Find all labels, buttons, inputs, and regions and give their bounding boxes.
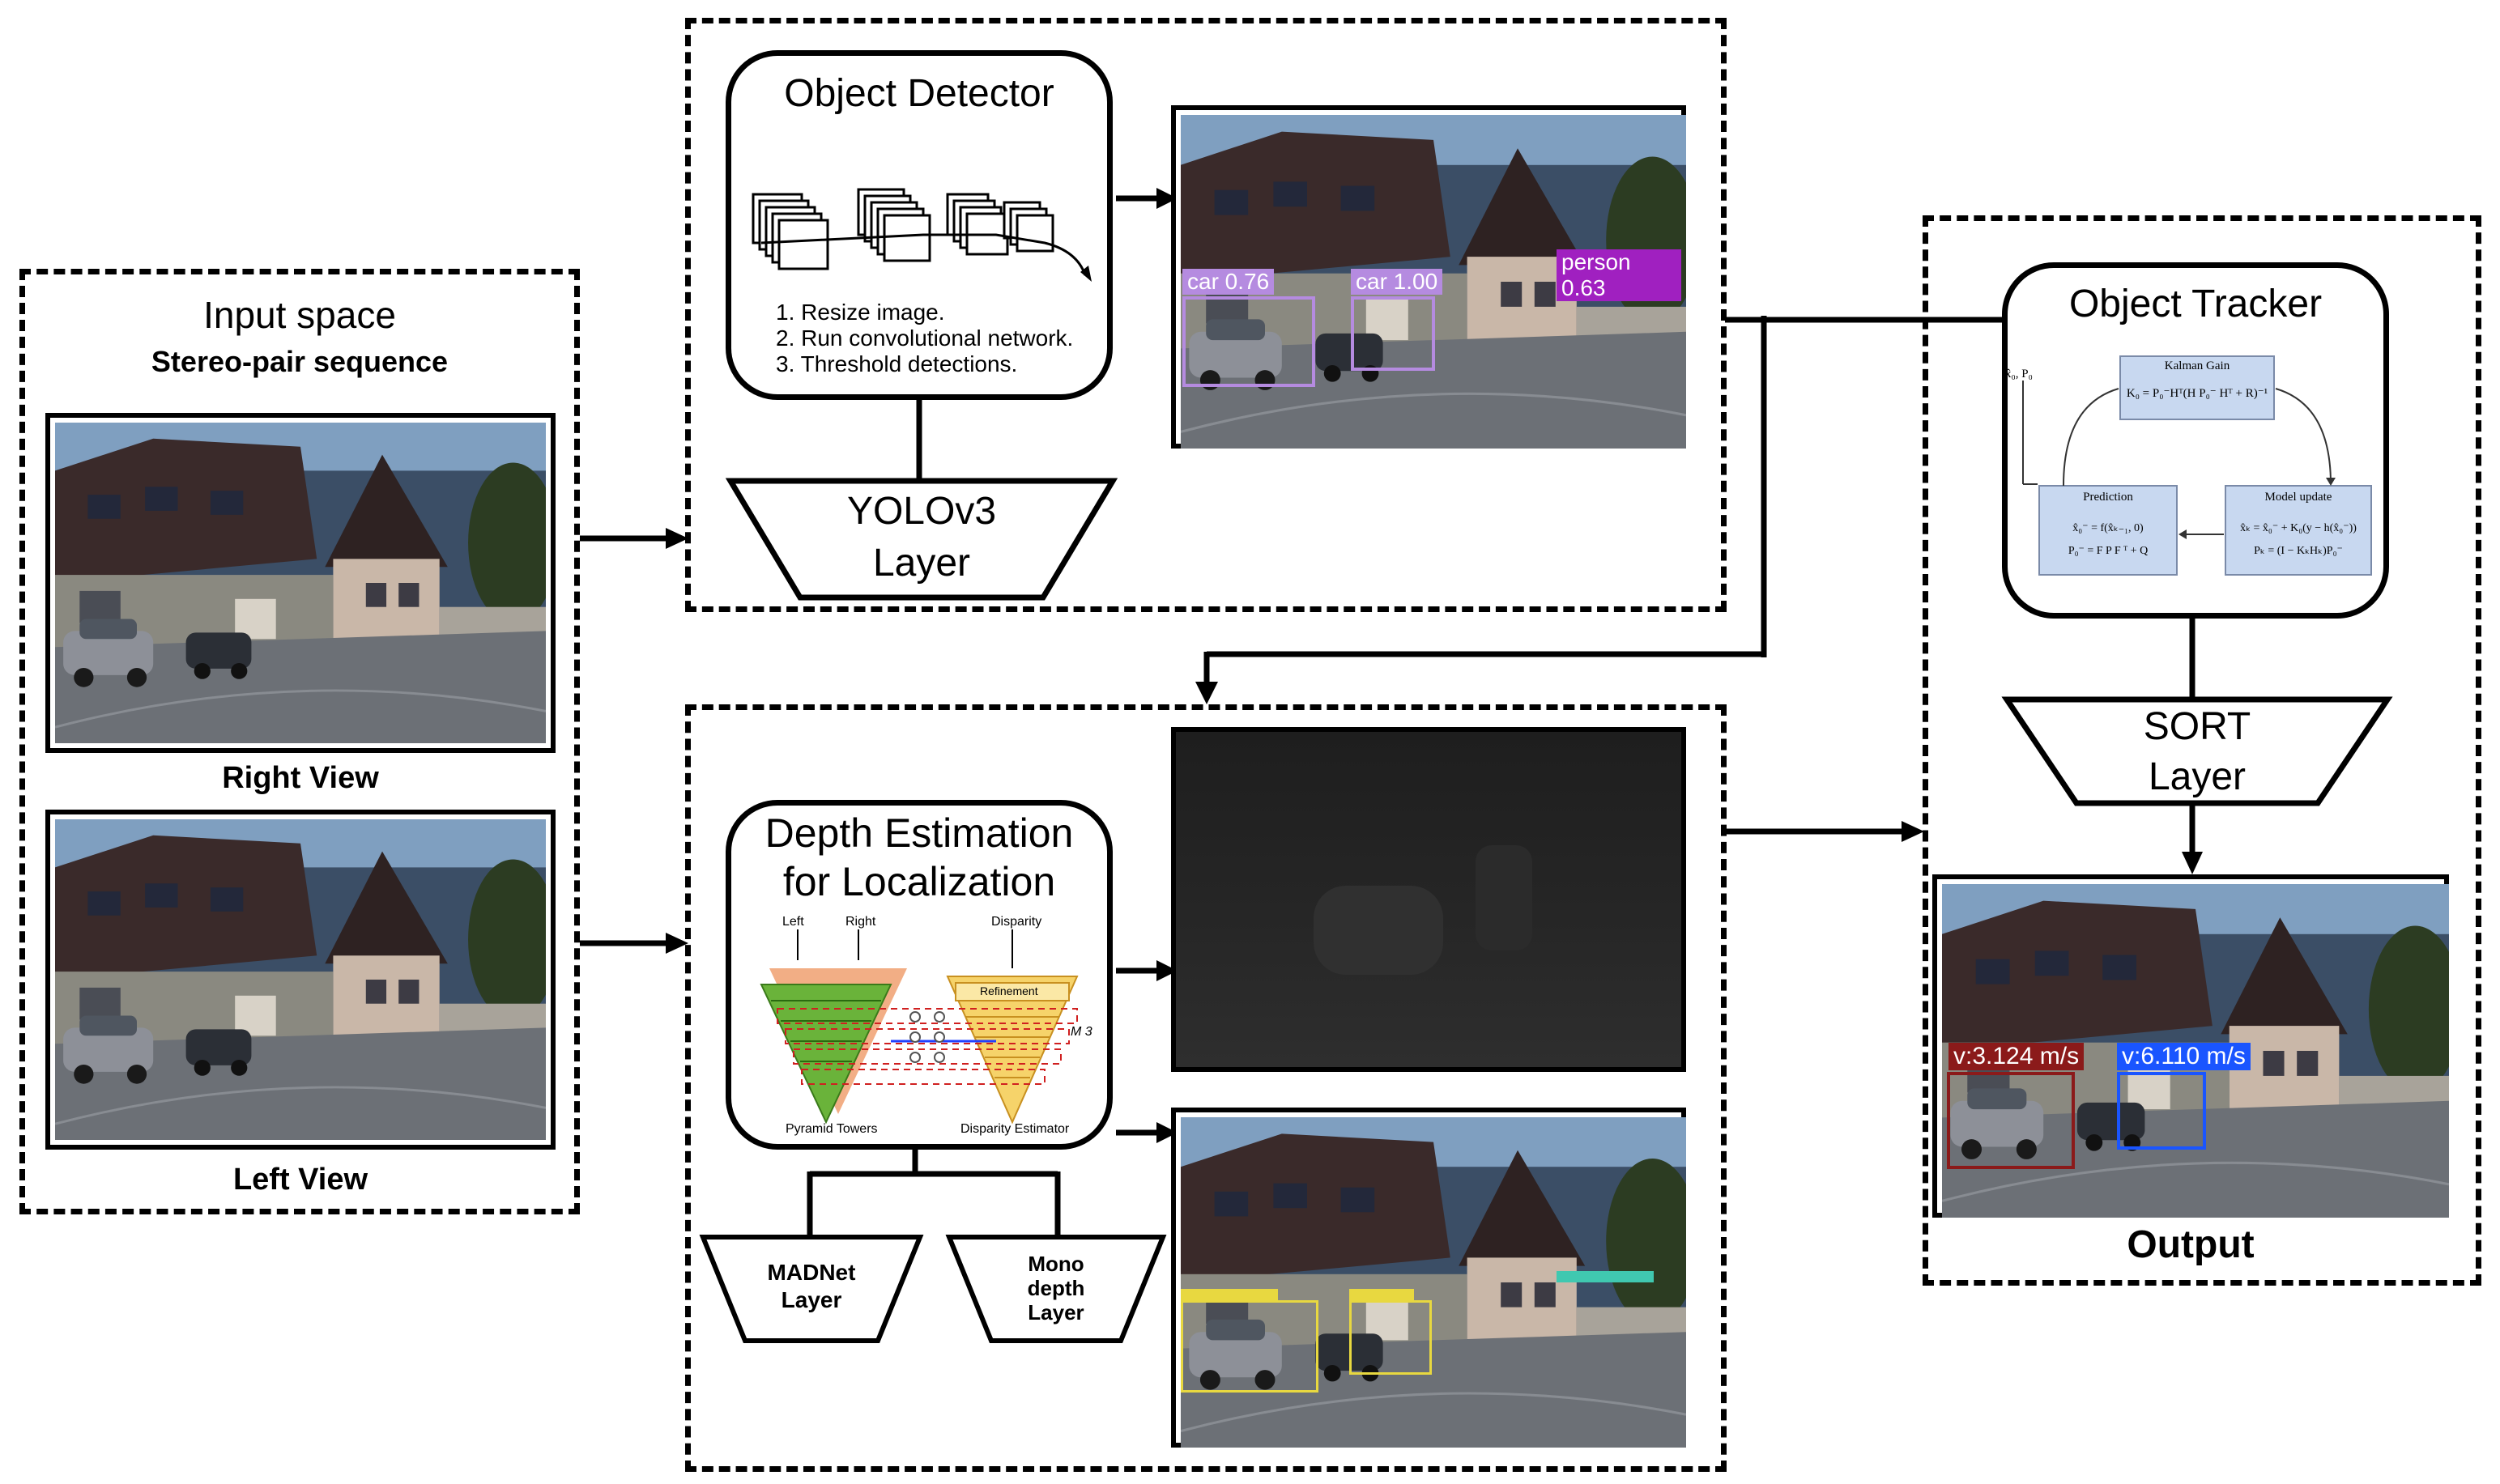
track-box-car-1 bbox=[1947, 1072, 2075, 1169]
det-label-car-2: car 1.00 bbox=[1351, 269, 1443, 295]
det-label-car-1: car 0.76 bbox=[1182, 269, 1275, 295]
loc-tag-car-2 bbox=[1349, 1289, 1414, 1300]
depth-map-object bbox=[1314, 886, 1443, 975]
input-space-panel bbox=[19, 269, 580, 1214]
input-space-subtitle: Stereo-pair sequence bbox=[151, 345, 449, 378]
loc-box-car-2 bbox=[1349, 1300, 1432, 1375]
tracker-panel bbox=[1923, 215, 2481, 1286]
kalman-update-eq1: x̂ₖ = x̂₀⁻ + K₀(y − h(x̂₀⁻)) bbox=[2240, 522, 2357, 534]
madnet-label-1: MADNet bbox=[767, 1260, 856, 1285]
kalman-diagram bbox=[2022, 355, 2372, 576]
depth-panel bbox=[685, 704, 1727, 1472]
detection-image: car 0.76 car 1.00 person 0.63 bbox=[1171, 105, 1686, 449]
input-space-title: Input space bbox=[203, 294, 396, 336]
madnet-layer-shape bbox=[699, 1235, 924, 1343]
depth-connector bbox=[807, 1150, 1061, 1239]
tracker-connector bbox=[2189, 619, 2195, 703]
fig-right-label: Right bbox=[845, 915, 876, 929]
track-box-car-2 bbox=[2117, 1072, 2206, 1150]
conv-network-icon bbox=[752, 188, 1092, 282]
output-label: Output bbox=[2127, 1223, 2255, 1266]
localized-image bbox=[1171, 1108, 1686, 1448]
det-box-car-1 bbox=[1182, 296, 1315, 387]
mono-label-1: Mono bbox=[1028, 1252, 1084, 1276]
detector-step-2: 2. Run convolutional network. bbox=[776, 325, 1074, 351]
right-view-label: Right View bbox=[222, 761, 379, 795]
arrow-detector-to-output bbox=[1116, 188, 1178, 209]
depth-title-1: Depth Estimation bbox=[764, 810, 1074, 856]
speed-label-car-2: v:6.110 m/s bbox=[2117, 1043, 2251, 1070]
left-view-image bbox=[45, 810, 556, 1150]
tracker-title: Object Tracker bbox=[2068, 283, 2323, 325]
yolo-layer-label-2: Layer bbox=[872, 542, 971, 585]
kalman-pred-eq1: x̂₀⁻ = f(x̂ₖ₋₁, 0) bbox=[2072, 522, 2144, 534]
fig-estimator-label: Disparity Estimator bbox=[960, 1122, 1070, 1136]
arrow-sort-to-output bbox=[2182, 805, 2203, 874]
fig-m3-label: M 3 bbox=[1071, 1025, 1092, 1039]
mono-label-2: depth bbox=[1027, 1276, 1085, 1300]
det-label-person: person 0.63 bbox=[1557, 249, 1681, 301]
kalman-init: x̂₀, P₀ bbox=[2005, 368, 2033, 381]
detector-title: Object Detector bbox=[784, 72, 1054, 115]
arrow-depth-to-map bbox=[1116, 960, 1178, 981]
depth-title-2: for Localization bbox=[782, 859, 1056, 904]
arrow-right-view-to-detector bbox=[580, 528, 688, 549]
arrow-depth-to-tracker bbox=[1727, 821, 1924, 842]
arrow-left-view-to-depth bbox=[580, 933, 688, 954]
fig-left-label: Left bbox=[782, 915, 804, 929]
sort-label-1: SORT bbox=[2143, 705, 2251, 748]
kalman-gain-eq: K₀ = P₀⁻Hᵀ(H P₀⁻ Hᵀ + R)⁻¹ bbox=[2126, 387, 2268, 400]
fig-refinement-label: Refinement bbox=[980, 984, 1038, 997]
output-image: v:3.124 m/s v:6.110 m/s bbox=[1932, 874, 2449, 1218]
left-view-label: Left View bbox=[232, 1163, 368, 1197]
pyramid-figure bbox=[760, 929, 1079, 1125]
kalman-pred-eq2: P₀⁻ = F P F ᵀ + Q bbox=[2068, 545, 2149, 557]
sort-label-2: Layer bbox=[2148, 755, 2247, 798]
right-view-scene bbox=[55, 423, 546, 743]
kalman-pred-title: Prediction bbox=[2083, 491, 2133, 504]
left-view-scene bbox=[55, 819, 546, 1140]
kalman-update-title: Model update bbox=[2264, 491, 2332, 504]
loc-tag-car-1 bbox=[1181, 1289, 1278, 1300]
madnet-label-2: Layer bbox=[781, 1287, 842, 1312]
speed-label-car-1: v:3.124 m/s bbox=[1948, 1043, 2085, 1070]
yolo-layer-label-1: YOLOv3 bbox=[846, 490, 997, 533]
loc-tag-person bbox=[1557, 1271, 1654, 1282]
detector-connector bbox=[916, 400, 922, 481]
detector-panel bbox=[685, 18, 1727, 612]
arrow-depth-to-localized bbox=[1116, 1122, 1178, 1143]
detector-step-1: 1. Resize image. bbox=[776, 300, 945, 325]
depth-map-object bbox=[1476, 845, 1532, 950]
kalman-gain-title: Kalman Gain bbox=[2164, 359, 2230, 372]
sort-layer-shape bbox=[2001, 696, 2393, 806]
det-box-car-2 bbox=[1351, 296, 1435, 371]
mono-label-3: Layer bbox=[1028, 1300, 1084, 1325]
routing-detector-to-depth bbox=[1195, 316, 1767, 704]
depth-map-image bbox=[1171, 727, 1686, 1072]
detector-step-3: 3. Threshold detections. bbox=[776, 351, 1018, 376]
loc-box-car-1 bbox=[1181, 1300, 1318, 1393]
fig-pyramid-label: Pyramid Towers bbox=[786, 1122, 878, 1136]
yolo-layer-shape bbox=[725, 478, 1118, 601]
fig-disparity-label: Disparity bbox=[991, 915, 1042, 929]
right-view-image bbox=[45, 413, 556, 753]
localized-scene bbox=[1181, 1117, 1686, 1448]
kalman-update-eq2: Pₖ = (I − KₖHₖ)P₀⁻ bbox=[2254, 545, 2343, 557]
mono-layer-shape bbox=[945, 1235, 1167, 1343]
